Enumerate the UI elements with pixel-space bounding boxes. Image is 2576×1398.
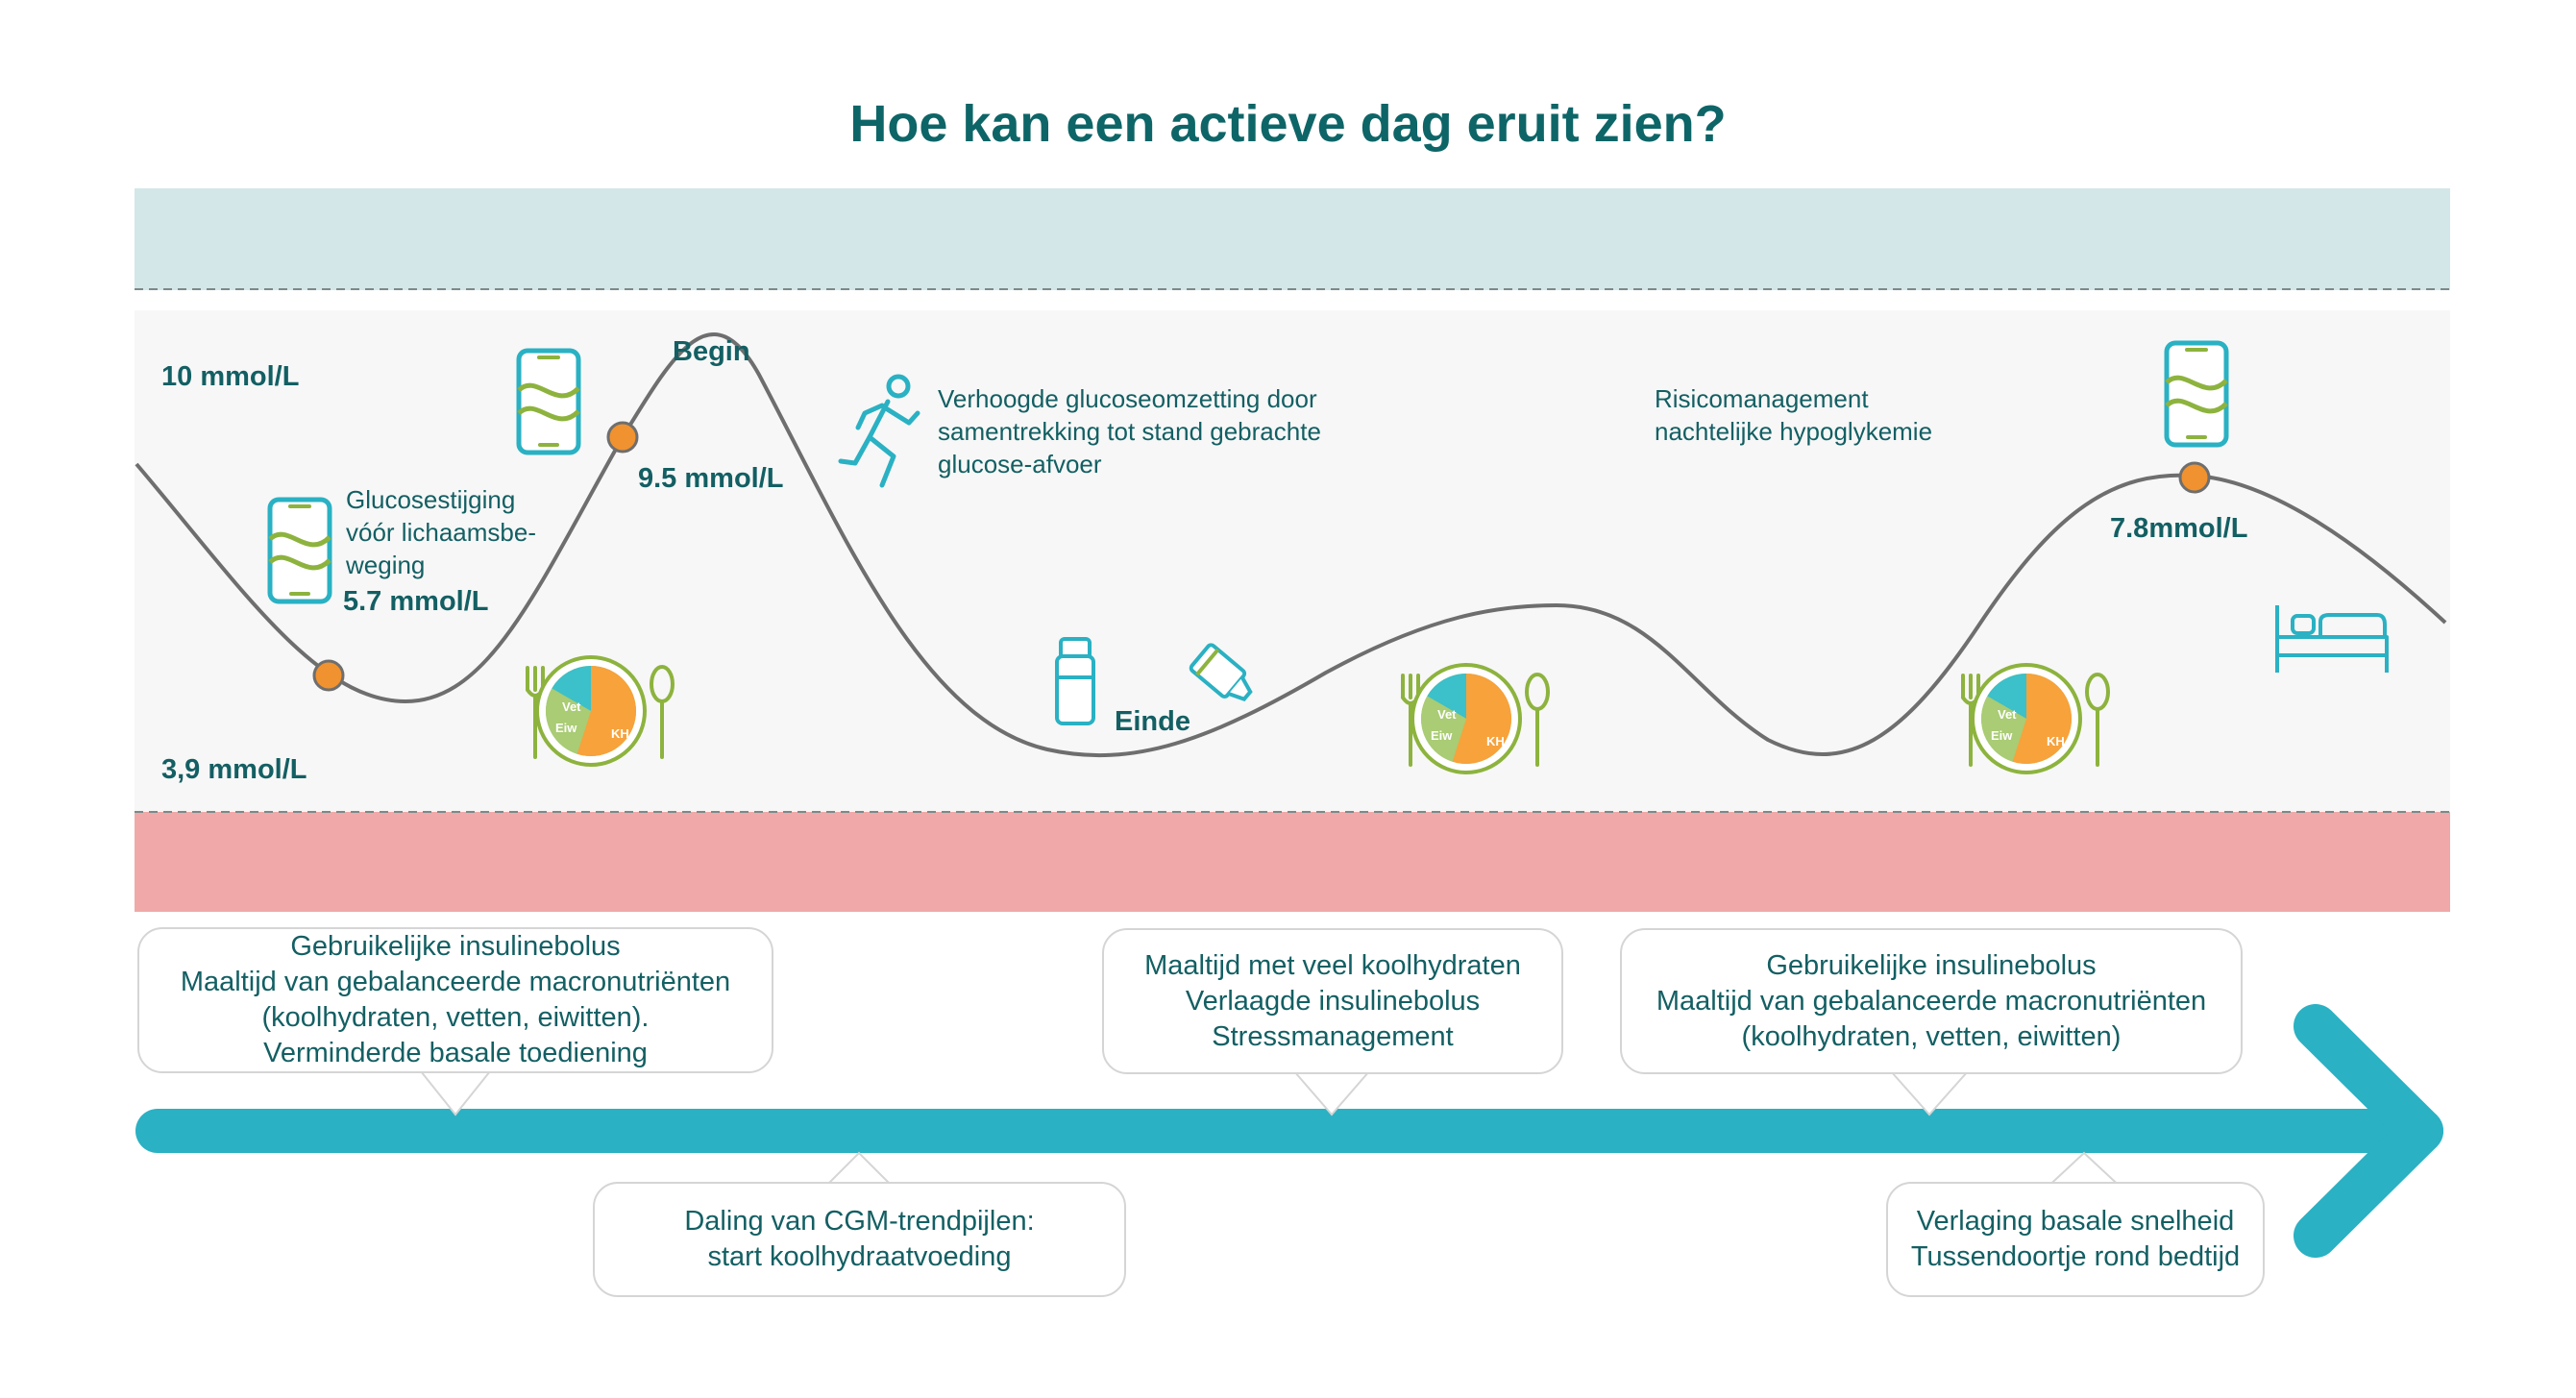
callout-bedtime: Verlaging basale snelheid Tussendoortje … (1886, 1182, 2265, 1297)
high-zone (135, 188, 2450, 290)
gel-icon (1189, 643, 1253, 702)
glucose-value-1: 5.7 mmol/L (343, 586, 489, 617)
runner-icon (838, 374, 920, 488)
callout-cgm-trend: Daling van CGM-trendpijlen: start koolhy… (593, 1182, 1126, 1297)
exercise-note: Verhoogde glucoseomzetting door samentre… (938, 384, 1321, 478)
plate-label-fat: Vet (1998, 707, 2017, 722)
callout-morning: Gebruikelijke insulinebolus Maaltijd van… (137, 927, 773, 1073)
exercise-end-label: Einde (1115, 706, 1190, 737)
phone-icon (2167, 343, 2226, 445)
plate-label-fat: Vet (562, 699, 581, 714)
plate-label-carbs: KH (1486, 734, 1505, 748)
upper-range-label: 10 mmol/L (161, 361, 300, 392)
callout-evening-meal: Gebruikelijke insulinebolus Maaltijd van… (1620, 928, 2243, 1074)
exercise-begin-label: Begin (673, 336, 750, 367)
phone-icon (519, 351, 578, 453)
glucose-marker-2 (606, 421, 639, 454)
plate-label-protein: Eiw (1991, 728, 2013, 743)
phone-icon (270, 500, 330, 601)
glucose-value-3: 7.8mmol/L (2110, 513, 2248, 544)
plate-label-fat: Vet (1437, 707, 1457, 722)
callout-recovery-meal: Maaltijd met veel koolhydraten Verlaagde… (1102, 928, 1563, 1074)
glucose-marker-1 (312, 659, 345, 692)
plate-label-carbs: KH (611, 726, 629, 741)
page-title: Hoe kan een actieve dag eruit zien? (849, 95, 1727, 153)
plate-label-carbs: KH (2047, 734, 2065, 748)
bed-icon (2275, 605, 2389, 673)
night-risk-note: Risicomanagement nachtelijke hypoglykemi… (1655, 384, 1933, 446)
plate-label-protein: Eiw (555, 721, 577, 735)
glucose-curve (135, 332, 2447, 758)
glucose-marker-3 (2178, 461, 2211, 494)
low-zone (135, 812, 2450, 912)
bottle-icon (1055, 637, 1095, 725)
timeline-arrow (135, 1004, 2443, 1258)
plate-label-protein: Eiw (1431, 728, 1453, 743)
glucose-value-2: 9.5 mmol/L (638, 463, 784, 494)
glucose-rise-note: Glucosestijging vóór lichaamsbe- weging (346, 485, 536, 579)
lower-range-label: 3,9 mmol/L (161, 754, 307, 785)
